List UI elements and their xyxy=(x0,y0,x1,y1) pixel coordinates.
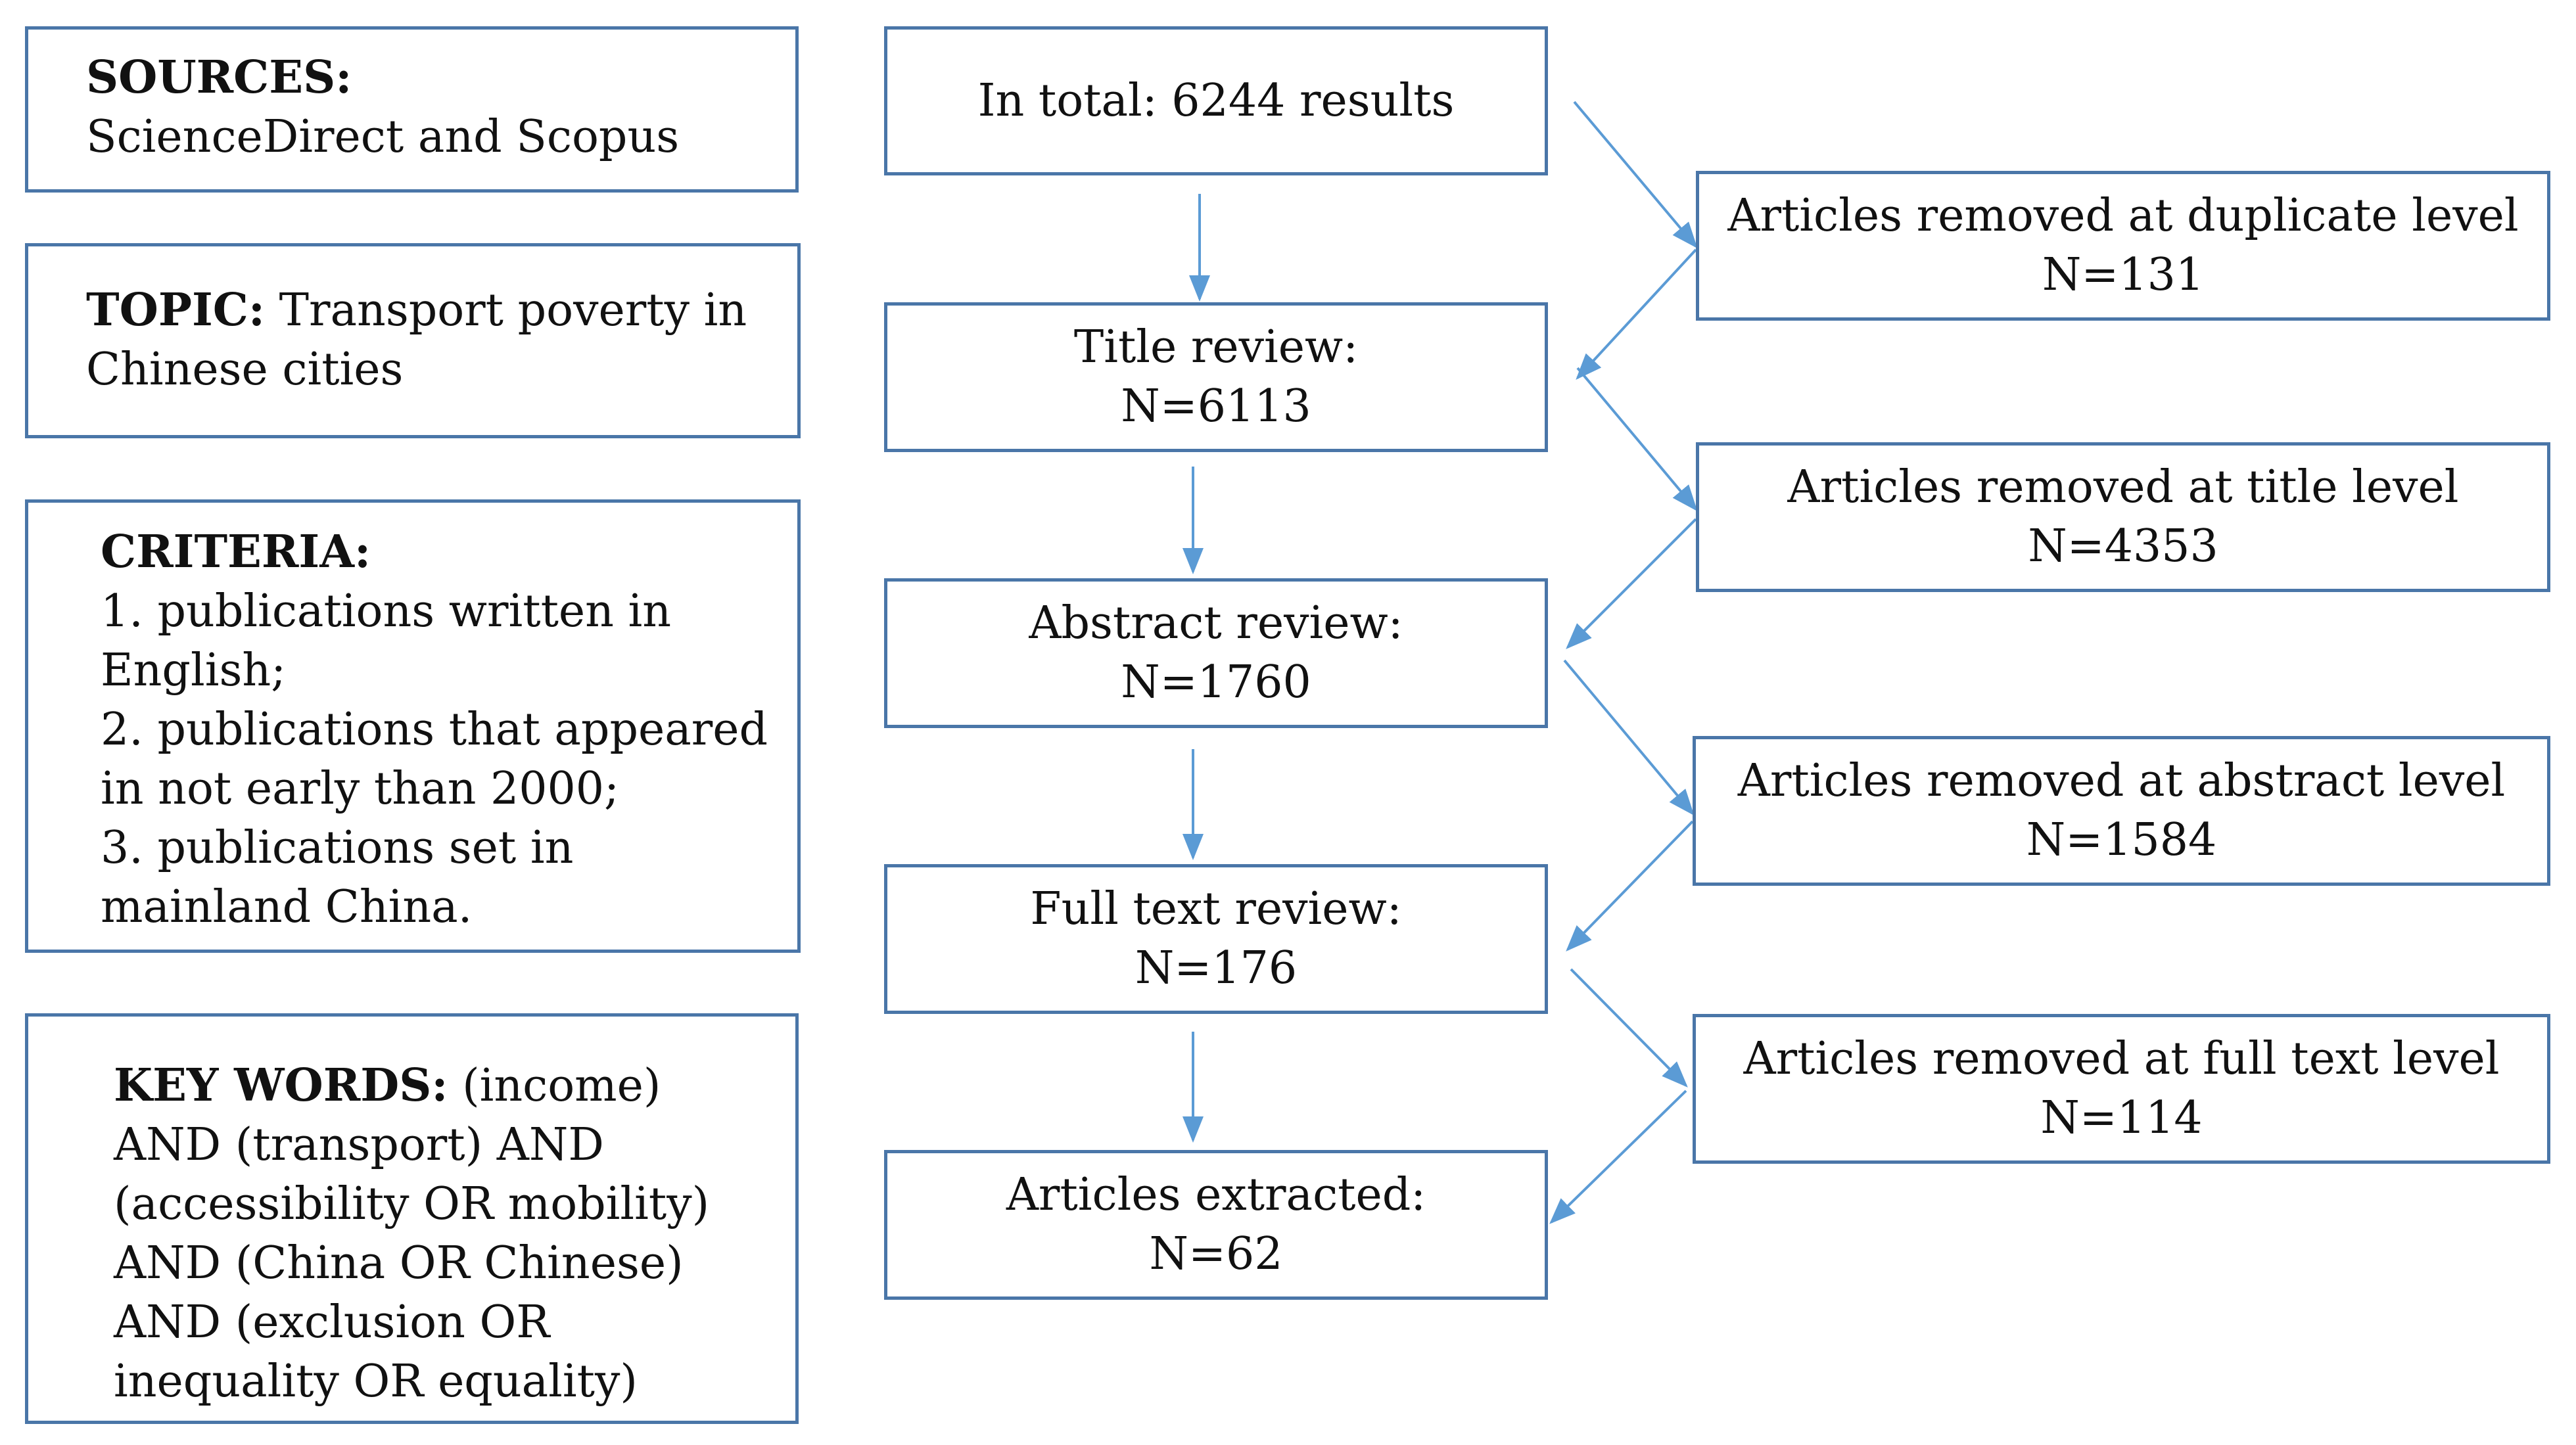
title-review-count: N=6113 xyxy=(1121,380,1311,432)
keywords-text-first: (income) xyxy=(448,1060,661,1112)
arrow-abstract-to-abstract-removed xyxy=(1563,659,1695,816)
sources-heading: SOURCES: xyxy=(86,51,352,104)
removed-full-text-label: Articles removed at full text level xyxy=(1743,1033,2500,1085)
full-text-review-count: N=176 xyxy=(1135,942,1298,994)
abstract-review-box: Abstract review: N=1760 xyxy=(884,578,1548,728)
keywords-line-4: AND (exclusion OR xyxy=(114,1296,550,1348)
abstract-review-count: N=1760 xyxy=(1121,656,1311,708)
removed-full-text-box: Articles removed at full text level N=11… xyxy=(1693,1014,2550,1164)
removed-title-box: Articles removed at title level N=4353 xyxy=(1696,442,2550,592)
topic-box: TOPIC: Transport poverty in Chinese citi… xyxy=(25,243,801,438)
criteria-line-2: English; xyxy=(101,645,287,697)
full-text-review-box: Full text review: N=176 xyxy=(884,864,1548,1014)
removed-full-text-count: N=114 xyxy=(2040,1092,2203,1144)
removed-title-count: N=4353 xyxy=(2028,520,2218,572)
arrow-duplicate-to-title xyxy=(1576,248,1697,380)
arrow-title-to-title-removed xyxy=(1576,367,1698,512)
arrow-abstract-removed-to-fulltext xyxy=(1566,820,1694,952)
total-results-box: In total: 6244 results xyxy=(884,26,1548,175)
removed-abstract-label: Articles removed at abstract level xyxy=(1737,755,2506,807)
criteria-line-1: 1. publications written in xyxy=(101,585,672,637)
title-review-label: Title review: xyxy=(1073,321,1359,373)
criteria-box: CRITERIA: 1. publications written in Eng… xyxy=(25,499,801,953)
arrow-title-removed-to-abstract xyxy=(1566,518,1697,649)
criteria-line-4: in not early than 2000; xyxy=(101,763,619,815)
criteria-line-3: 2. publications that appeared xyxy=(101,704,768,756)
sources-text: ScienceDirect and Scopus xyxy=(86,111,680,163)
total-results-text: In total: 6244 results xyxy=(977,74,1455,127)
arrow-total-to-duplicate xyxy=(1573,101,1698,249)
articles-extracted-box: Articles extracted: N=62 xyxy=(884,1150,1548,1300)
sources-box: SOURCES: ScienceDirect and Scopus xyxy=(25,26,799,193)
keywords-line-3: AND (China OR Chinese) xyxy=(114,1237,684,1289)
criteria-heading: CRITERIA: xyxy=(101,526,371,578)
criteria-line-5: 3. publications set in xyxy=(101,822,574,874)
removed-duplicate-label: Articles removed at duplicate level xyxy=(1727,190,2519,242)
articles-extracted-label: Articles extracted: xyxy=(1006,1169,1426,1221)
arrow-fulltext-to-fulltext-removed xyxy=(1570,968,1688,1088)
keywords-line-1: AND (transport) AND xyxy=(114,1119,604,1171)
keywords-line-2: (accessibility OR mobility) xyxy=(114,1178,710,1230)
topic-text-first: Transport poverty in xyxy=(265,285,747,336)
topic-text: Chinese cities xyxy=(86,344,404,396)
articles-extracted-count: N=62 xyxy=(1149,1228,1283,1280)
criteria-line-6: mainland China. xyxy=(101,881,473,933)
arrow-fulltext-removed-to-extracted xyxy=(1549,1089,1687,1224)
removed-title-label: Articles removed at title level xyxy=(1787,461,2459,513)
removed-abstract-box: Articles removed at abstract level N=158… xyxy=(1693,736,2550,886)
keywords-line-5: inequality OR equality) xyxy=(114,1356,638,1408)
keywords-box: KEY WORDS: (income) AND (transport) AND … xyxy=(25,1013,799,1424)
abstract-review-label: Abstract review: xyxy=(1029,597,1403,649)
removed-duplicate-count: N=131 xyxy=(2042,249,2205,301)
keywords-heading: KEY WORDS: xyxy=(114,1059,448,1112)
topic-heading: TOPIC: xyxy=(86,284,265,336)
removed-abstract-count: N=1584 xyxy=(2026,814,2217,866)
full-text-review-label: Full text review: xyxy=(1030,883,1402,935)
removed-duplicate-box: Articles removed at duplicate level N=13… xyxy=(1696,171,2550,321)
title-review-box: Title review: N=6113 xyxy=(884,302,1548,452)
